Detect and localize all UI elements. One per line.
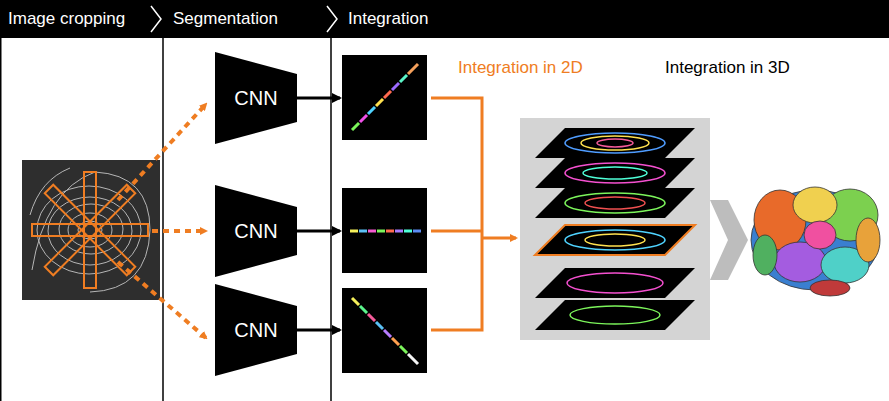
header-chevron bbox=[327, 6, 337, 32]
column-divider bbox=[0, 38, 2, 401]
segment-strokes bbox=[350, 64, 421, 364]
column-divider bbox=[330, 38, 332, 401]
header-text: Image cropping bbox=[8, 9, 125, 29]
cnn-block: CNN bbox=[215, 52, 297, 144]
segment-image bbox=[342, 188, 427, 273]
stage-header: Integration bbox=[340, 0, 540, 38]
image-swirl bbox=[30, 168, 150, 292]
block-label: CNN bbox=[234, 87, 277, 110]
cnn-block: CNN bbox=[215, 185, 297, 277]
stage-label: Integration in 2D bbox=[458, 58, 583, 78]
block-label: CNN bbox=[234, 319, 277, 342]
header-text: Segmentation bbox=[173, 9, 278, 29]
stage-label: Integration in 3D bbox=[665, 58, 790, 78]
block-label: CNN bbox=[234, 220, 277, 243]
header-text: Integration bbox=[348, 9, 428, 29]
segment-image bbox=[342, 55, 427, 140]
column-divider bbox=[162, 38, 164, 401]
cnn-block: CNN bbox=[215, 284, 297, 376]
segment-image bbox=[342, 288, 427, 373]
header-chevron bbox=[151, 6, 161, 32]
header-bar bbox=[0, 0, 889, 38]
slice-stack bbox=[535, 128, 695, 330]
output-arrow bbox=[297, 98, 340, 330]
integration-bracket bbox=[431, 98, 516, 330]
integration-arrow bbox=[710, 200, 748, 280]
reconstruction-3d bbox=[751, 187, 880, 296]
slice-panel bbox=[520, 118, 710, 340]
stage-header: Segmentation bbox=[165, 0, 325, 38]
crop-arrow bbox=[118, 104, 206, 338]
stage-header: Image cropping bbox=[0, 0, 150, 38]
